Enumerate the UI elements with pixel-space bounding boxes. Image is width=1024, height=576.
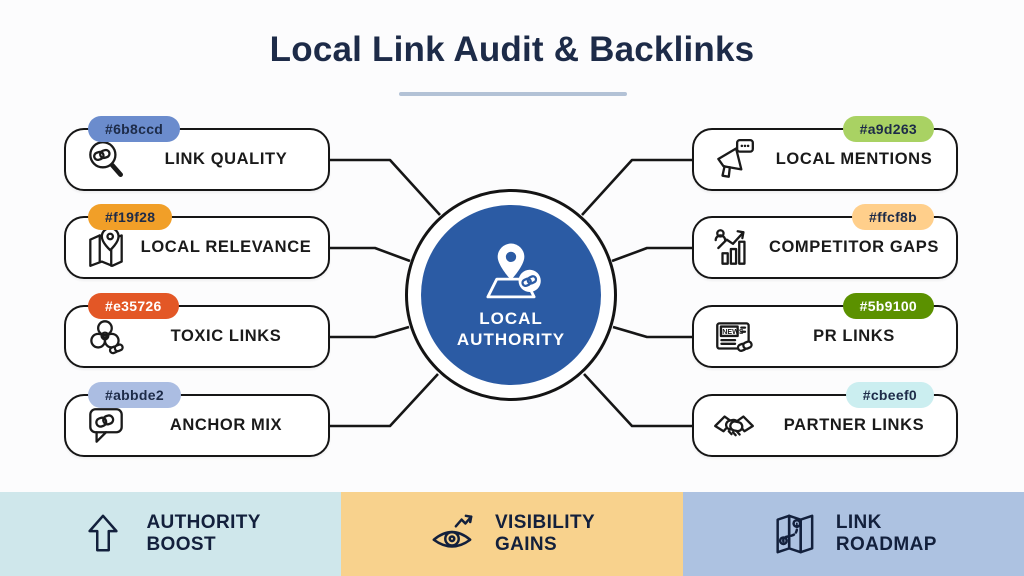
band-authority-boost: AUTHORITY BOOST: [0, 492, 342, 576]
node-pr-links: #5b9100 NEWS PR LINKS: [692, 293, 958, 368]
node-label: COMPETITOR GAPS: [768, 238, 940, 256]
hub-label-line1: LOCAL: [479, 308, 543, 328]
hub-circle: LOCAL AUTHORITY: [421, 205, 601, 385]
handshake-icon: [706, 403, 762, 449]
band-label-line2: GAINS: [494, 534, 558, 555]
map-pin-icon: [78, 225, 134, 271]
band-label-line1: AUTHORITY: [146, 511, 261, 533]
title-underline: [399, 92, 627, 96]
hub-label: LOCAL AUTHORITY: [457, 308, 565, 351]
footer-bands: AUTHORITY BOOST VISIBILITY GAINS: [0, 492, 1024, 576]
band-label-line1: VISIBILITY: [494, 511, 596, 533]
location-link-icon: [467, 240, 555, 304]
competitor-chart-icon: [706, 225, 762, 271]
band-label: VISIBILITY GAINS: [495, 512, 595, 557]
node-anchor-mix: #abbde2 ANCHOR MIX: [64, 382, 330, 457]
node-label: TOXIC LINKS: [170, 327, 282, 345]
band-label-line2: BOOST: [146, 534, 216, 555]
eye-growth-icon: [429, 511, 475, 557]
node-link-quality: #6b8ccd LINK QUALITY: [64, 116, 330, 191]
newspaper-icon-text: NEWS: [722, 327, 744, 335]
node-partner-links: #cbeef0 PARTNER LINKS: [692, 382, 958, 457]
node-label: LOCAL RELEVANCE: [140, 238, 312, 256]
page-title: Local Link Audit & Backlinks: [269, 30, 755, 69]
roadmap-icon: [770, 511, 816, 557]
node-competitor-gaps: #ffcf8b COMPETITOR GAPS: [692, 204, 958, 279]
band-label-line1: LINK: [835, 511, 882, 533]
color-tag: #e35726: [88, 293, 179, 319]
megaphone-icon: [706, 137, 762, 183]
hub-label-line2: AUTHORITY: [456, 330, 566, 349]
band-label-line2: ROADMAP: [835, 534, 937, 555]
color-tag: #a9d263: [842, 116, 934, 142]
chat-link-icon: [78, 403, 134, 449]
node-toxic-links: #e35726 TOXIC LINKS: [64, 293, 330, 368]
link-magnifier-icon: [78, 137, 134, 183]
color-tag: #abbde2: [88, 382, 181, 408]
node-label: PARTNER LINKS: [783, 416, 925, 434]
newspaper-link-icon: NEWS: [706, 314, 762, 360]
hub-local-authority: LOCAL AUTHORITY: [405, 189, 617, 401]
band-label: LINK ROADMAP: [836, 512, 937, 557]
node-label: PR LINKS: [813, 327, 895, 345]
color-tag: #5b9100: [842, 293, 934, 319]
biohazard-icon: [78, 314, 134, 360]
color-tag: #6b8ccd: [88, 116, 181, 142]
arrow-up-icon: [80, 511, 126, 557]
color-tag: #cbeef0: [845, 382, 934, 408]
node-local-relevance: #f19f28 LOCAL RELEVANCE: [64, 204, 330, 279]
node-label: ANCHOR MIX: [169, 416, 283, 434]
node-local-mentions: #a9d263 LOCAL MENTIONS: [692, 116, 958, 191]
color-tag: #ffcf8b: [852, 204, 934, 230]
band-visibility-gains: VISIBILITY GAINS: [341, 492, 683, 576]
node-label: LOCAL MENTIONS: [775, 150, 933, 168]
color-tag: #f19f28: [88, 204, 173, 230]
node-label: LINK QUALITY: [164, 150, 288, 168]
band-label: AUTHORITY BOOST: [146, 512, 260, 557]
band-link-roadmap: LINK ROADMAP: [682, 492, 1024, 576]
